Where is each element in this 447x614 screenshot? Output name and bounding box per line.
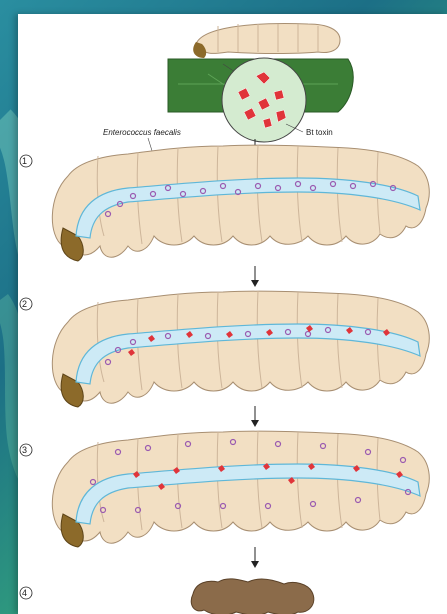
step-number: 2 xyxy=(22,299,27,309)
bt-toxin-diagram: Bt toxin Enterococcus faecalis 1 2 xyxy=(18,14,447,614)
down-arrow-icon xyxy=(251,547,259,568)
down-arrow-icon xyxy=(251,266,259,287)
step-2: 2 xyxy=(20,291,429,407)
diagram-panel: Bt toxin Enterococcus faecalis 1 2 xyxy=(18,14,447,614)
step-4: 4 xyxy=(20,579,314,614)
bt-toxin-label: Bt toxin xyxy=(306,128,333,137)
toxin-zoom-circle xyxy=(222,58,306,142)
down-arrow-icon xyxy=(251,406,259,427)
step-number: 3 xyxy=(22,445,27,455)
step-number: 4 xyxy=(22,588,27,598)
dead-larva xyxy=(191,579,314,614)
step-1: 1 xyxy=(20,145,429,261)
step-3: 3 xyxy=(20,431,429,547)
step-number: 1 xyxy=(22,156,27,166)
bacteria-label: Enterococcus faecalis xyxy=(103,128,181,137)
